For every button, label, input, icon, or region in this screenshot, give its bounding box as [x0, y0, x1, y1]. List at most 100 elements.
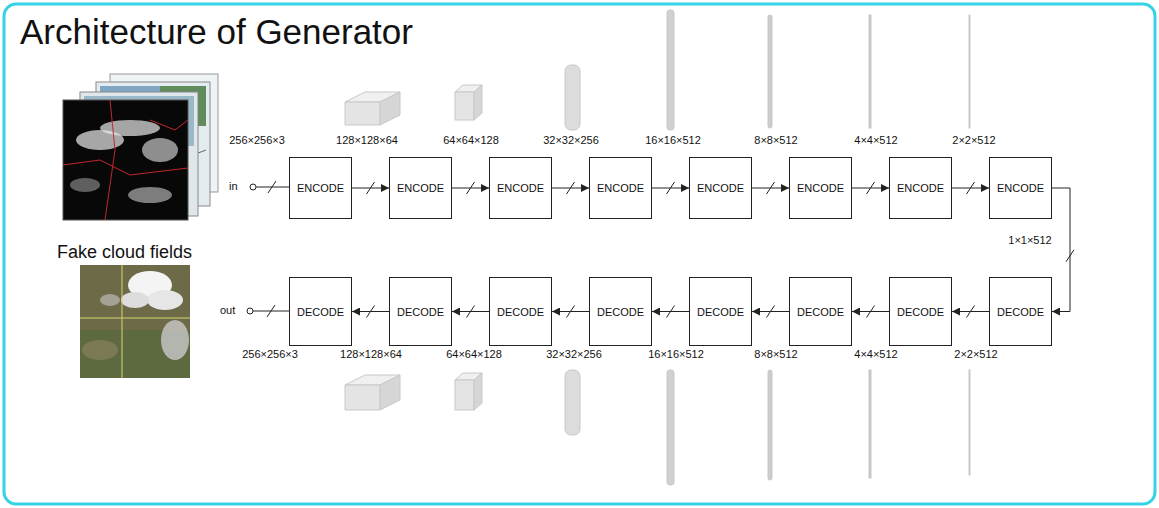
- input-image-stack-part: [128, 187, 172, 203]
- bus-width-slash: [967, 306, 975, 318]
- block-label: ENCODE: [897, 182, 944, 194]
- feature-map-shapes-part: [768, 370, 772, 480]
- io-terminals-part: [267, 305, 275, 317]
- io-terminals-part: [250, 184, 256, 190]
- decoder-block: DECODE: [889, 277, 952, 346]
- block-label: DECODE: [897, 306, 944, 318]
- bus-width-slash: [867, 306, 875, 318]
- block-label: DECODE: [497, 306, 544, 318]
- port-label: in: [229, 180, 238, 193]
- decoder-block: DECODE: [389, 277, 452, 346]
- output-image-part: [100, 294, 120, 306]
- bus-width-slash: [467, 306, 475, 318]
- image-caption: Fake cloud fields: [57, 242, 192, 263]
- encoder-block: ENCODE: [889, 157, 952, 219]
- feature-map-shapes-part: [455, 380, 474, 410]
- feature-map-shapes-part: [474, 85, 482, 120]
- encoder-block: ENCODE: [389, 157, 452, 219]
- decoder-block: DECODE: [589, 277, 652, 346]
- block-label: ENCODE: [397, 182, 444, 194]
- dimension-label: 16×16×512: [648, 348, 704, 361]
- decoder-block: DECODE: [289, 277, 352, 346]
- feature-map-shapes-part: [869, 370, 871, 478]
- bus-width-slash: [867, 182, 875, 194]
- block-label: DECODE: [697, 306, 744, 318]
- feature-map-shapes-part: [345, 102, 380, 125]
- bus-width-slash: [367, 182, 375, 194]
- feature-map-shapes-part: [667, 10, 674, 130]
- dimension-label: 2×2×512: [954, 348, 997, 361]
- bus-width-slash: [467, 182, 475, 194]
- io-terminals: [247, 181, 289, 317]
- bus-width-slash: [1066, 250, 1074, 262]
- feature-map-shapes-part: [768, 15, 772, 128]
- port-label: out: [220, 304, 235, 317]
- bus-width-slash: [967, 182, 975, 194]
- dimension-label: 4×4×512: [854, 134, 897, 147]
- feature-map-shapes: [345, 10, 970, 130]
- feature-map-shapes-part: [380, 92, 400, 125]
- encoder-block: ENCODE: [989, 157, 1052, 219]
- dimension-label: 1×1×512: [1008, 234, 1051, 247]
- output-image-part: [82, 340, 118, 360]
- decoder-block: DECODE: [489, 277, 552, 346]
- dimension-label: 256×256×3: [229, 134, 285, 147]
- bus-width-slash: [567, 182, 575, 194]
- feature-map-shapes-part: [455, 92, 474, 120]
- feature-map-shapes-part: [869, 15, 871, 128]
- input-image-stack-part: [70, 178, 100, 192]
- feature-map-shapes-part: [565, 65, 580, 130]
- output-image-part: [161, 320, 189, 360]
- block-label: DECODE: [997, 306, 1044, 318]
- block-label: ENCODE: [697, 182, 744, 194]
- block-label: ENCODE: [997, 182, 1044, 194]
- block-label: DECODE: [797, 306, 844, 318]
- feature-map-shapes-part: [380, 375, 400, 410]
- feature-map-shapes-part: [969, 370, 970, 475]
- dimension-label: 8×8×512: [754, 348, 797, 361]
- output-image: [80, 265, 190, 378]
- dimension-label: 32×32×256: [543, 134, 599, 147]
- bus-width-slash: [667, 182, 675, 194]
- bus-width-slash: [567, 306, 575, 318]
- feature-map-shapes-part: [345, 385, 380, 410]
- dimension-label: 16×16×512: [645, 134, 701, 147]
- bus-width-slash: [667, 306, 675, 318]
- io-terminals-part: [247, 308, 253, 314]
- input-image-stack-part: [142, 138, 178, 162]
- feature-map-shapes-part: [565, 370, 580, 435]
- feature-map-shapes-part: [474, 373, 482, 410]
- encoder-block: ENCODE: [589, 157, 652, 219]
- dimension-label: 4×4×512: [854, 348, 897, 361]
- encoder-block: ENCODE: [689, 157, 752, 219]
- block-label: ENCODE: [497, 182, 544, 194]
- input-image-stack-part: [63, 100, 188, 220]
- feature-map-shapes-part: [969, 15, 970, 128]
- encoder-block: ENCODE: [489, 157, 552, 219]
- decoder-block: DECODE: [989, 277, 1052, 346]
- io-terminals-part: [268, 181, 276, 193]
- bus-width-slash: [767, 182, 775, 194]
- dimension-label: 128×128×64: [336, 134, 398, 147]
- block-label: DECODE: [397, 306, 444, 318]
- dimension-label: 64×64×128: [446, 348, 502, 361]
- feature-map-shapes-part: [667, 370, 674, 485]
- input-image-stack: [63, 74, 218, 220]
- decoder-block: DECODE: [789, 277, 852, 346]
- block-label: ENCODE: [597, 182, 644, 194]
- dimension-label: 2×2×512: [952, 134, 995, 147]
- block-label: DECODE: [597, 306, 644, 318]
- block-label: ENCODE: [797, 182, 844, 194]
- data-flow-arrow: [1052, 188, 1070, 312]
- decoder-block: DECODE: [689, 277, 752, 346]
- block-label: DECODE: [297, 306, 344, 318]
- output-image-part: [80, 265, 190, 378]
- input-image-stack-part: [63, 100, 188, 220]
- output-image-part: [147, 290, 183, 310]
- dimension-label: 32×32×256: [546, 348, 602, 361]
- encoder-block: ENCODE: [289, 157, 352, 219]
- dimension-label: 64×64×128: [443, 134, 499, 147]
- block-label: ENCODE: [297, 182, 344, 194]
- bus-width-slash: [367, 306, 375, 318]
- dimension-label: 256×256×3: [242, 348, 298, 361]
